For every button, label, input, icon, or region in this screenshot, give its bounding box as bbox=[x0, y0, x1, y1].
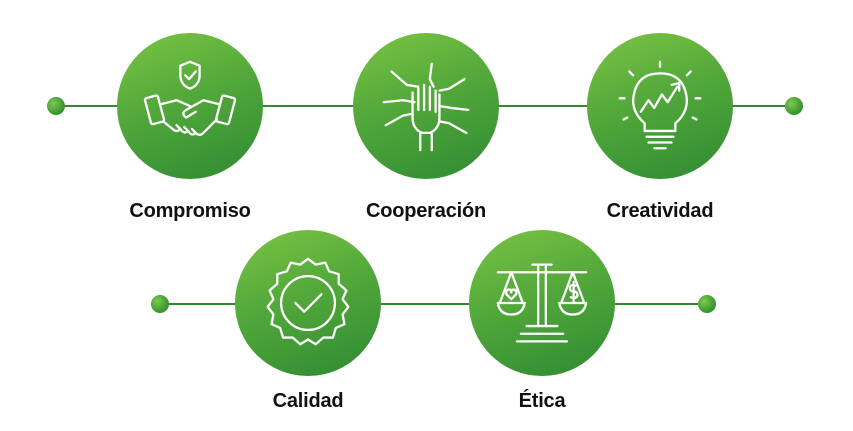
compromiso-label: Compromiso bbox=[129, 200, 251, 222]
stacked-hands-icon bbox=[382, 62, 470, 152]
row2-connector-right bbox=[612, 303, 708, 305]
etica-label: Ética bbox=[518, 390, 566, 412]
row1-right-end-dot bbox=[785, 97, 803, 115]
row2-right-end-dot bbox=[698, 295, 716, 313]
row2-connector-mid bbox=[378, 303, 478, 305]
quality-badge-check-icon bbox=[266, 257, 350, 346]
row1-connector-left bbox=[56, 105, 126, 107]
row1-left-end-dot bbox=[47, 97, 65, 115]
row1-connector-right bbox=[732, 105, 796, 107]
row2-left-end-dot bbox=[151, 295, 169, 313]
row2-connector-left bbox=[160, 303, 240, 305]
creatividad-label: Creatividad bbox=[606, 200, 714, 222]
etica-circle bbox=[469, 230, 615, 376]
row1-connector-mid-a bbox=[262, 105, 354, 107]
creatividad-circle bbox=[587, 33, 733, 179]
cooperacion-circle bbox=[353, 33, 499, 179]
cooperacion-label: Cooperación bbox=[365, 200, 487, 222]
compromiso-circle bbox=[117, 33, 263, 179]
handshake-icon bbox=[143, 60, 237, 136]
calidad-circle bbox=[235, 230, 381, 376]
calidad-label: Calidad bbox=[272, 390, 344, 412]
row1-connector-mid-b bbox=[498, 105, 588, 107]
lightbulb-growth-icon bbox=[618, 60, 702, 150]
balance-scale-icon bbox=[496, 263, 588, 343]
